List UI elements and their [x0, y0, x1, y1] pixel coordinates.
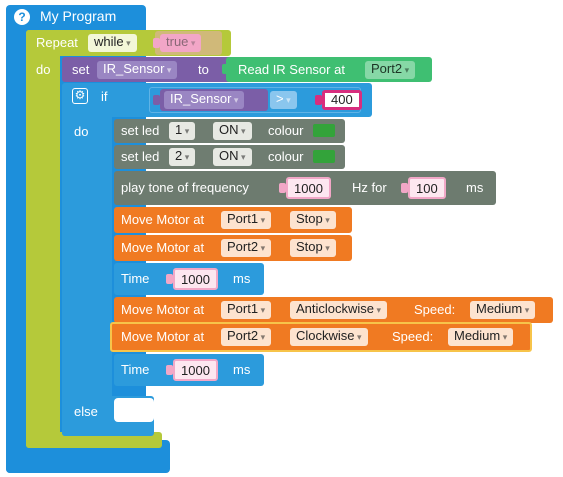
repeat-condition-value[interactable]: true	[160, 34, 202, 52]
time-2-connector	[166, 365, 173, 375]
tone-unit-label: ms	[466, 180, 484, 195]
motor-stop-2-action[interactable]: Stop	[290, 239, 336, 257]
tone-hz-label: Hz for	[352, 180, 387, 195]
if-do-label: do	[74, 124, 89, 139]
set-led-1-colour-label: colour	[268, 123, 304, 138]
motor-stop-1-port[interactable]: Port1	[221, 211, 272, 229]
motor-run-1-label: Move Motor at	[121, 302, 205, 317]
tone-duration-connector	[401, 183, 408, 193]
read-ir-connector	[222, 64, 229, 74]
compare-left-connector	[153, 95, 160, 105]
time-2-unit: ms	[233, 362, 251, 377]
repeat-do-label: do	[36, 62, 51, 77]
set-led-1-number[interactable]: 1	[169, 122, 196, 140]
repeat-loop-arm	[26, 30, 60, 448]
motor-stop-1-label: Move Motor at	[121, 212, 205, 227]
motor-run-1-speed-label: Speed:	[414, 302, 456, 317]
repeat-label: Repeat	[36, 35, 78, 50]
time-1-unit: ms	[233, 271, 251, 286]
repeat-condition-slot	[153, 38, 160, 48]
repeat-loop-bottom	[26, 432, 162, 448]
motor-stop-2-label: Move Motor at	[121, 240, 205, 255]
compare-right-value[interactable]: 400	[322, 90, 362, 110]
set-to-label: to	[198, 62, 209, 77]
compare-right-connector	[315, 95, 322, 105]
compare-left-variable[interactable]: IR_Sensor	[164, 91, 245, 109]
set-variable-dropdown[interactable]: IR_Sensor	[97, 61, 178, 79]
set-led-1-colour-swatch[interactable]	[313, 124, 335, 137]
program-title: My Program	[40, 8, 117, 24]
read-ir-label: Read IR Sensor at	[238, 62, 345, 77]
condition-block	[155, 31, 222, 55]
gear-icon[interactable]: ⚙	[72, 88, 88, 104]
time-1-value[interactable]: 1000	[173, 268, 218, 290]
set-led-2-colour-swatch[interactable]	[313, 150, 335, 163]
motor-run-2-port[interactable]: Port2	[221, 328, 272, 346]
set-led-1-label: set led	[121, 123, 160, 138]
question-mark-icon[interactable]: ?	[14, 9, 30, 25]
motor-run-1-direction[interactable]: Anticlockwise	[290, 301, 388, 319]
motor-run-2-label: Move Motor at	[121, 329, 205, 344]
set-led-2-number[interactable]: 2	[169, 148, 196, 166]
motor-run-1-speed[interactable]: Medium	[470, 301, 536, 319]
set-led-1-state[interactable]: ON	[213, 122, 252, 140]
if-label: if	[101, 89, 108, 104]
set-led-2-label: set led	[121, 149, 160, 164]
motor-run-2-speed[interactable]: Medium	[448, 328, 514, 346]
set-led-2-state[interactable]: ON	[213, 148, 252, 166]
motor-run-2-speed-label: Speed:	[392, 329, 434, 344]
tone-frequency-value[interactable]: 1000	[286, 177, 331, 199]
read-ir-port-dropdown[interactable]: Port2	[365, 61, 416, 79]
tone-frequency-connector	[279, 183, 286, 193]
if-block-arm	[62, 83, 112, 436]
motor-run-2-direction[interactable]: Clockwise	[290, 328, 368, 346]
time-2-label: Time	[121, 362, 150, 377]
repeat-mode-dropdown[interactable]: while	[88, 34, 137, 52]
set-led-2-colour-label: colour	[268, 149, 304, 164]
time-2-value[interactable]: 1000	[173, 359, 218, 381]
time-1-label: Time	[121, 271, 150, 286]
else-label: else	[74, 404, 98, 419]
else-empty-slot	[114, 398, 154, 422]
motor-stop-2-port[interactable]: Port2	[221, 239, 272, 257]
motor-run-1-port[interactable]: Port1	[221, 301, 272, 319]
tone-duration-value[interactable]: 100	[408, 177, 446, 199]
motor-stop-1-action[interactable]: Stop	[290, 211, 336, 229]
set-label: set	[72, 62, 90, 77]
compare-operator-dropdown[interactable]: >	[270, 91, 297, 109]
play-tone-label: play tone of frequency	[121, 180, 249, 195]
time-1-connector	[166, 274, 173, 284]
